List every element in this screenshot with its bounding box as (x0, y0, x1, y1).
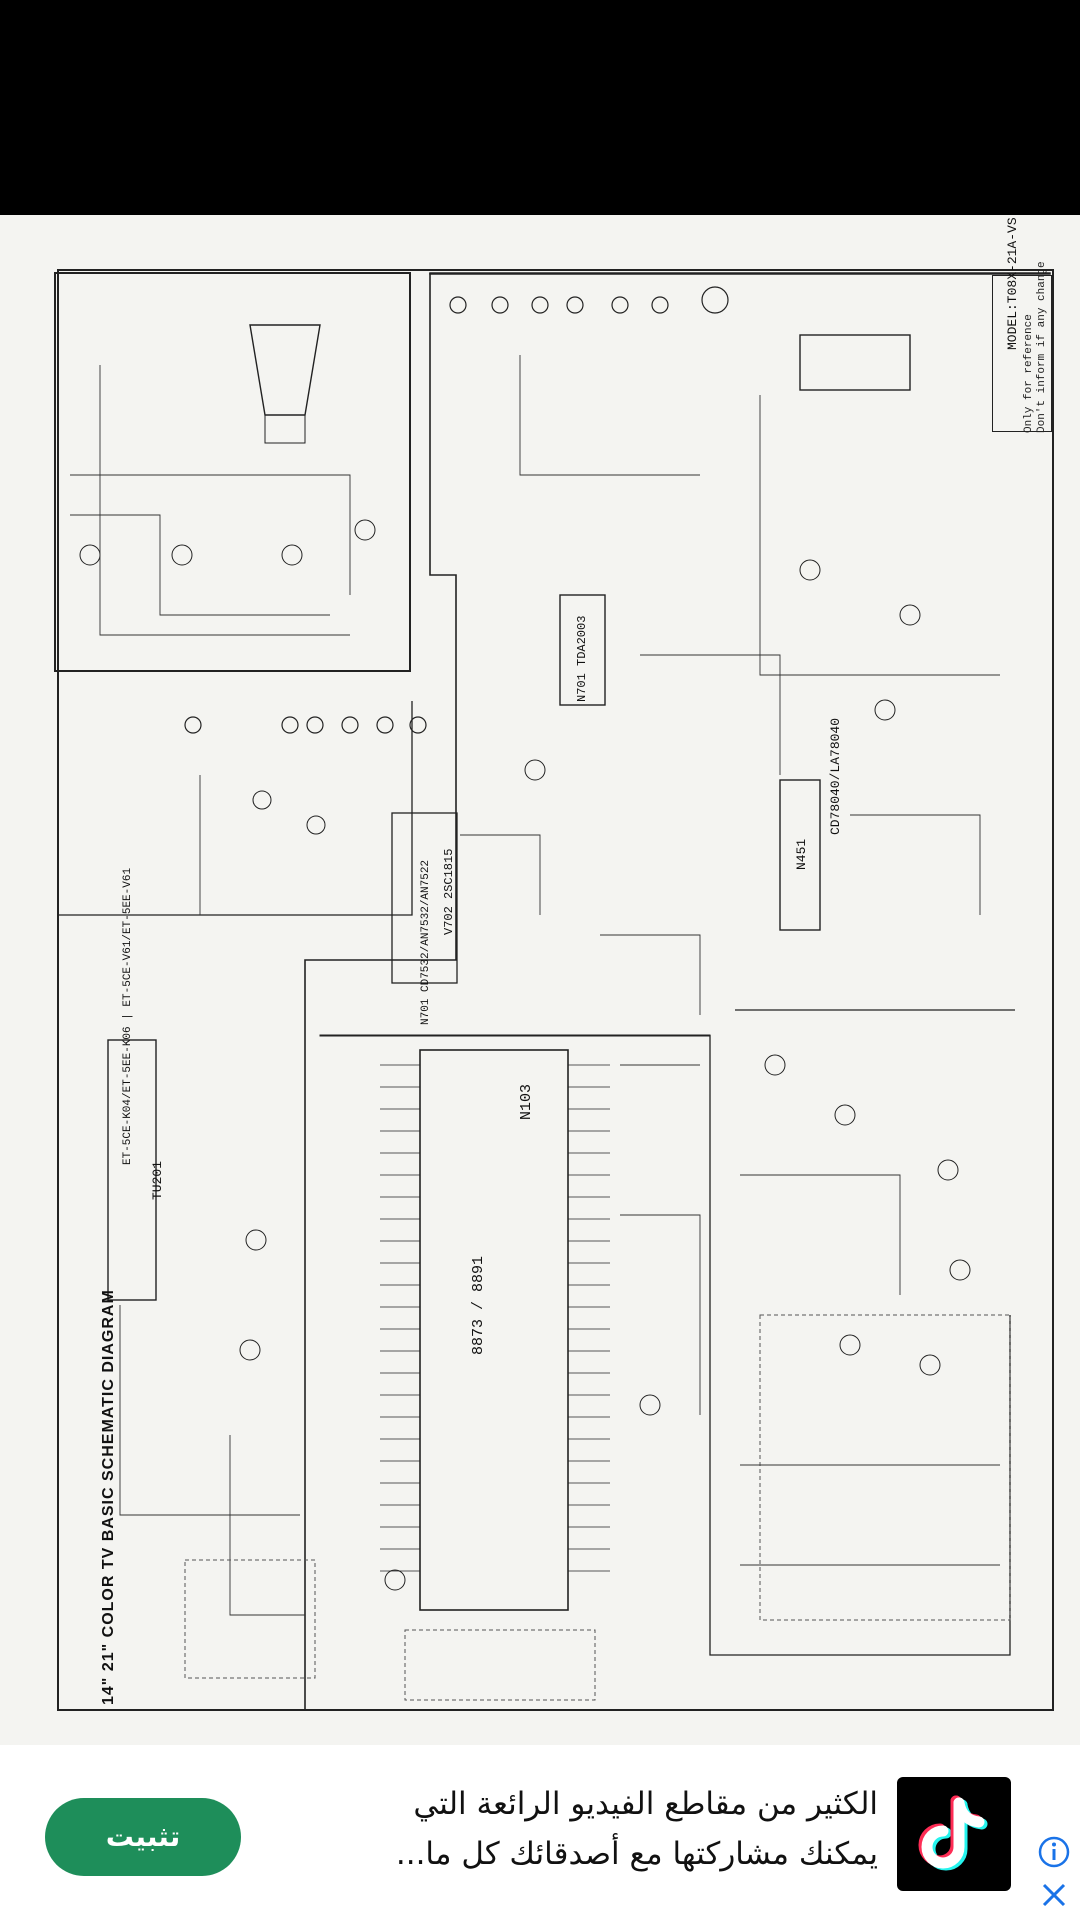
close-icon[interactable] (1037, 1878, 1071, 1912)
transistor-label: V702 2SC1815 (442, 848, 456, 935)
schematic-title: 14" 21" COLOR TV BASIC SCHEMATIC DIAGRAM (100, 1289, 117, 1705)
model-label: MODEL:T08X-21A-VS (1005, 217, 1020, 350)
chip-main-part-label: 8873 / 8891 (470, 1255, 487, 1355)
status-bar-area (0, 0, 1080, 215)
note-line-2: Don't inform if any change (1036, 261, 1048, 433)
ad-banner[interactable]: تثبيت الكثير من مقاطع الفيديو الرائعة ال… (0, 1745, 1080, 1920)
chip-av-label: N701 CD7532/AN7532/AN7522 (420, 859, 432, 1025)
info-icon[interactable] (1037, 1835, 1071, 1869)
install-button[interactable]: تثبيت (45, 1798, 241, 1876)
schematic-diagram (54, 269, 1054, 1711)
model-box (992, 275, 1052, 432)
chip-power-label: N451 (794, 838, 809, 870)
chip-audio-label: N701 TDA2003 (575, 615, 589, 702)
chip-main-label: N103 (518, 1083, 535, 1120)
tuner-label: TU201 (150, 1160, 165, 1200)
ad-text-line-2: يمكنك مشاركتها مع أصدقائك كل ما... (395, 1836, 878, 1872)
tuner-parts-label: ET-5CE-K04/ET-5EE-K06 | ET-5CE-V61/ET-5E… (122, 867, 134, 1165)
schematic-image-viewer[interactable]: 14" 21" COLOR TV BASIC SCHEMATIC DIAGRAM… (0, 215, 1080, 1745)
chip-power-part-label: CD78040/LA78040 (828, 717, 843, 835)
tiktok-logo-icon[interactable] (897, 1777, 1011, 1891)
note-line-1: Only for reference (1023, 314, 1035, 433)
ad-text-line-1: الكثير من مقاطع الفيديو الرائعة التي (413, 1786, 878, 1822)
ad-text[interactable]: الكثير من مقاطع الفيديو الرائعة التي يمك… (300, 1779, 878, 1879)
